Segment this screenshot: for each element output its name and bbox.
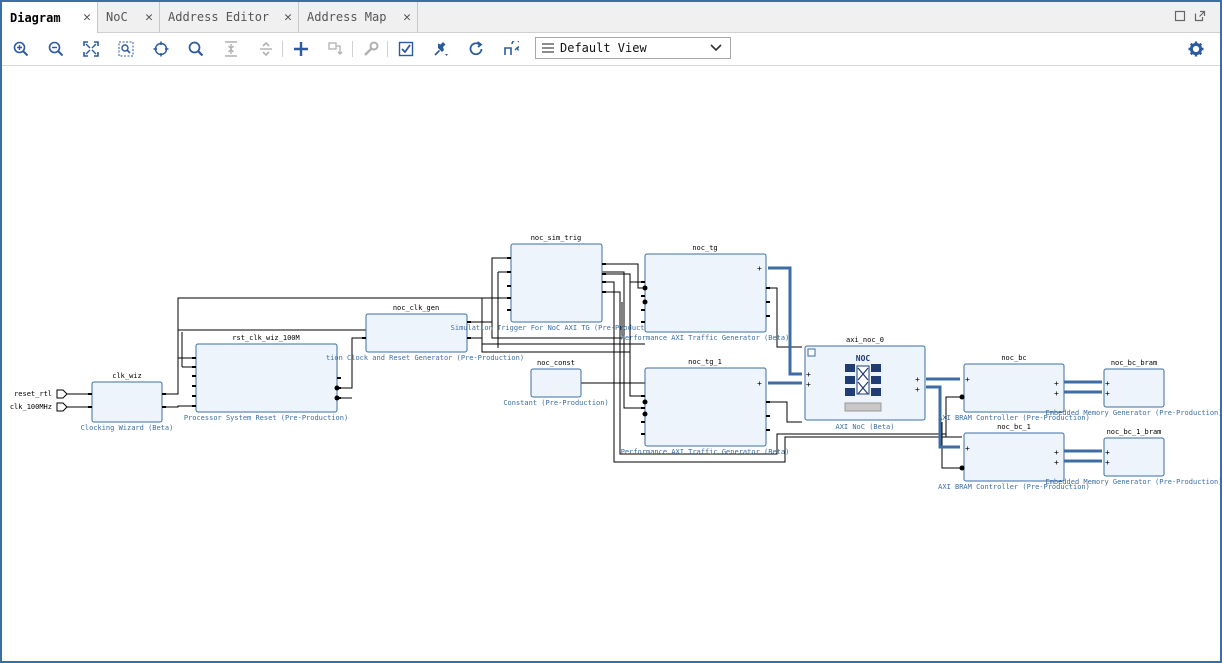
svg-text:noc_tg_1: noc_tg_1 [688, 358, 722, 366]
view-select-value: Default View [560, 41, 647, 55]
svg-text:reset_rtl: reset_rtl [14, 390, 52, 398]
expand-icon [255, 39, 277, 59]
chevron-down-icon [710, 44, 722, 52]
close-icon[interactable]: ✕ [403, 10, 411, 25]
svg-text:clk_100MHz: clk_100MHz [10, 403, 52, 411]
customize-icon [360, 39, 382, 59]
svg-text:+: + [1054, 448, 1059, 457]
svg-text:+: + [1054, 389, 1059, 398]
svg-text:noc_bc: noc_bc [1001, 354, 1026, 362]
svg-text:+: + [1105, 448, 1110, 457]
tab-address-map[interactable]: Address Map ✕ [299, 2, 418, 32]
block-noc-clk-gen[interactable]: noc_clk_gen tion Clock and Reset Generat… [326, 304, 524, 362]
block-noc-bc[interactable]: noc_bc AXI BRAM Controller (Pre-Producti… [938, 354, 1090, 422]
svg-text:+: + [965, 375, 970, 384]
svg-text:+: + [1054, 379, 1059, 388]
tab-diagram[interactable]: Diagram ✕ [2, 2, 98, 33]
svg-text:+: + [806, 380, 811, 389]
add-ip-icon[interactable] [290, 39, 312, 59]
svg-text:+: + [965, 444, 970, 453]
svg-text:Clocking Wizard (Beta): Clocking Wizard (Beta) [81, 424, 174, 432]
zoom-out-icon[interactable] [45, 39, 67, 59]
block-diagram: reset_rtl clk_100MHz clk_wiz Clocking Wi… [10, 234, 1220, 491]
zoom-in-icon[interactable] [10, 39, 32, 59]
svg-text:noc_bc_bram: noc_bc_bram [1111, 359, 1157, 367]
svg-text:Performance AXI Traffic Genera: Performance AXI Traffic Generator (Beta) [621, 448, 790, 456]
port-plus-markers: ++ ++ ++ ++ ++ ++ ++ ++ [757, 264, 1110, 467]
svg-text:AXI BRAM Controller (Pre-Produ: AXI BRAM Controller (Pre-Production) [938, 414, 1090, 422]
svg-text:+: + [1054, 458, 1059, 467]
svg-text:noc_const: noc_const [537, 359, 575, 367]
optimize-routing-icon[interactable] [500, 39, 522, 59]
block-clk-wiz[interactable]: clk_wiz Clocking Wizard (Beta) [81, 372, 174, 432]
svg-text:Embedded Memory Generator (Pre: Embedded Memory Generator (Pre-Productio… [1045, 409, 1220, 417]
pin-stubs [88, 257, 770, 435]
tab-noc[interactable]: NoC ✕ [98, 2, 160, 32]
svg-text:tion Clock and Reset Generator: tion Clock and Reset Generator (Pre-Prod… [326, 354, 524, 362]
zoom-area-icon[interactable] [115, 39, 137, 59]
close-icon[interactable]: ✕ [145, 10, 153, 25]
pin-icon[interactable] [430, 39, 452, 59]
svg-text:+: + [915, 385, 920, 394]
view-list-icon [542, 43, 554, 53]
block-noc-tg-1[interactable]: noc_tg_1 Performance AXI Traffic Generat… [621, 358, 790, 456]
svg-text:+: + [806, 370, 811, 379]
svg-text:axi_noc_0: axi_noc_0 [846, 336, 884, 344]
svg-text:Embedded Memory Generator (Pre: Embedded Memory Generator (Pre-Productio… [1045, 478, 1220, 486]
block-noc-sim-trig[interactable]: noc_sim_trig Simulation Trigger For NoC … [451, 234, 662, 332]
maximize-icon[interactable] [1174, 10, 1186, 22]
svg-text:Processor System Reset (Pre-Pr: Processor System Reset (Pre-Production) [184, 414, 348, 422]
svg-text:+: + [1105, 458, 1110, 467]
svg-text:+: + [915, 375, 920, 384]
svg-text:rst_clk_wiz_100M: rst_clk_wiz_100M [232, 334, 299, 342]
svg-text:Performance AXI Traffic Genera: Performance AXI Traffic Generator (Beta) [621, 334, 790, 342]
search-icon[interactable] [185, 39, 207, 59]
port-clk[interactable]: clk_100MHz [10, 402, 68, 412]
diagram-canvas[interactable]: reset_rtl clk_100MHz clk_wiz Clocking Wi… [2, 66, 1220, 661]
svg-text:noc_tg: noc_tg [692, 244, 717, 252]
svg-text:AXI BRAM Controller (Pre-Produ: AXI BRAM Controller (Pre-Production) [938, 483, 1090, 491]
tab-address-editor[interactable]: Address Editor ✕ [160, 2, 299, 32]
svg-text:noc_bc_1: noc_bc_1 [997, 423, 1031, 431]
svg-text:+: + [757, 264, 762, 273]
svg-text:clk_wiz: clk_wiz [112, 372, 142, 380]
block-noc-bc-bram[interactable]: noc_bc_bram Embedded Memory Generator (P… [1045, 359, 1220, 417]
noc-logo-icon [844, 364, 882, 412]
view-select[interactable]: Default View [535, 37, 731, 59]
block-noc-bc-1[interactable]: noc_bc_1 AXI BRAM Controller (Pre-Produc… [938, 423, 1090, 491]
svg-text:AXI NoC (Beta): AXI NoC (Beta) [835, 423, 894, 431]
center-icon[interactable] [150, 39, 172, 59]
close-icon[interactable]: ✕ [83, 10, 91, 25]
svg-text:NOC: NOC [856, 354, 871, 363]
axi-buses [768, 266, 1102, 463]
settings-icon[interactable] [1185, 39, 1207, 59]
regenerate-icon[interactable] [465, 39, 487, 59]
svg-text:+: + [757, 379, 762, 388]
collapse-icon [220, 39, 242, 59]
close-icon[interactable]: ✕ [284, 10, 292, 25]
svg-text:noc_sim_trig: noc_sim_trig [531, 234, 582, 242]
block-noc-bc-1-bram[interactable]: noc_bc_1_bram Embedded Memory Generator … [1045, 428, 1220, 486]
svg-text:Simulation Trigger For NoC AXI: Simulation Trigger For NoC AXI TG (Pre-P… [451, 324, 662, 332]
block-axi-noc-0[interactable]: axi_noc_0 AXI NoC (Beta) NOC [804, 336, 926, 431]
block-noc-tg[interactable]: noc_tg Performance AXI Traffic Generator… [621, 244, 790, 342]
validate-icon[interactable] [395, 39, 417, 59]
diagram-toolbar: Default View [2, 33, 1220, 66]
make-connection-icon [325, 39, 347, 59]
float-window-icon[interactable] [1194, 10, 1206, 22]
tab-bar: Diagram ✕ NoC ✕ Address Editor ✕ Address… [2, 2, 1220, 33]
zoom-fit-icon[interactable] [80, 39, 102, 59]
svg-text:+: + [1105, 379, 1110, 388]
svg-text:noc_clk_gen: noc_clk_gen [393, 304, 439, 312]
svg-text:noc_bc_1_bram: noc_bc_1_bram [1107, 428, 1162, 436]
svg-text:Constant (Pre-Production): Constant (Pre-Production) [503, 399, 608, 407]
svg-text:+: + [1105, 389, 1110, 398]
wires [66, 257, 962, 469]
port-reset[interactable]: reset_rtl [14, 389, 68, 399]
block-noc-const[interactable]: noc_const Constant (Pre-Production) [503, 359, 608, 407]
block-rst-clk-wiz[interactable]: rst_clk_wiz_100M Processor System Reset … [184, 334, 348, 422]
